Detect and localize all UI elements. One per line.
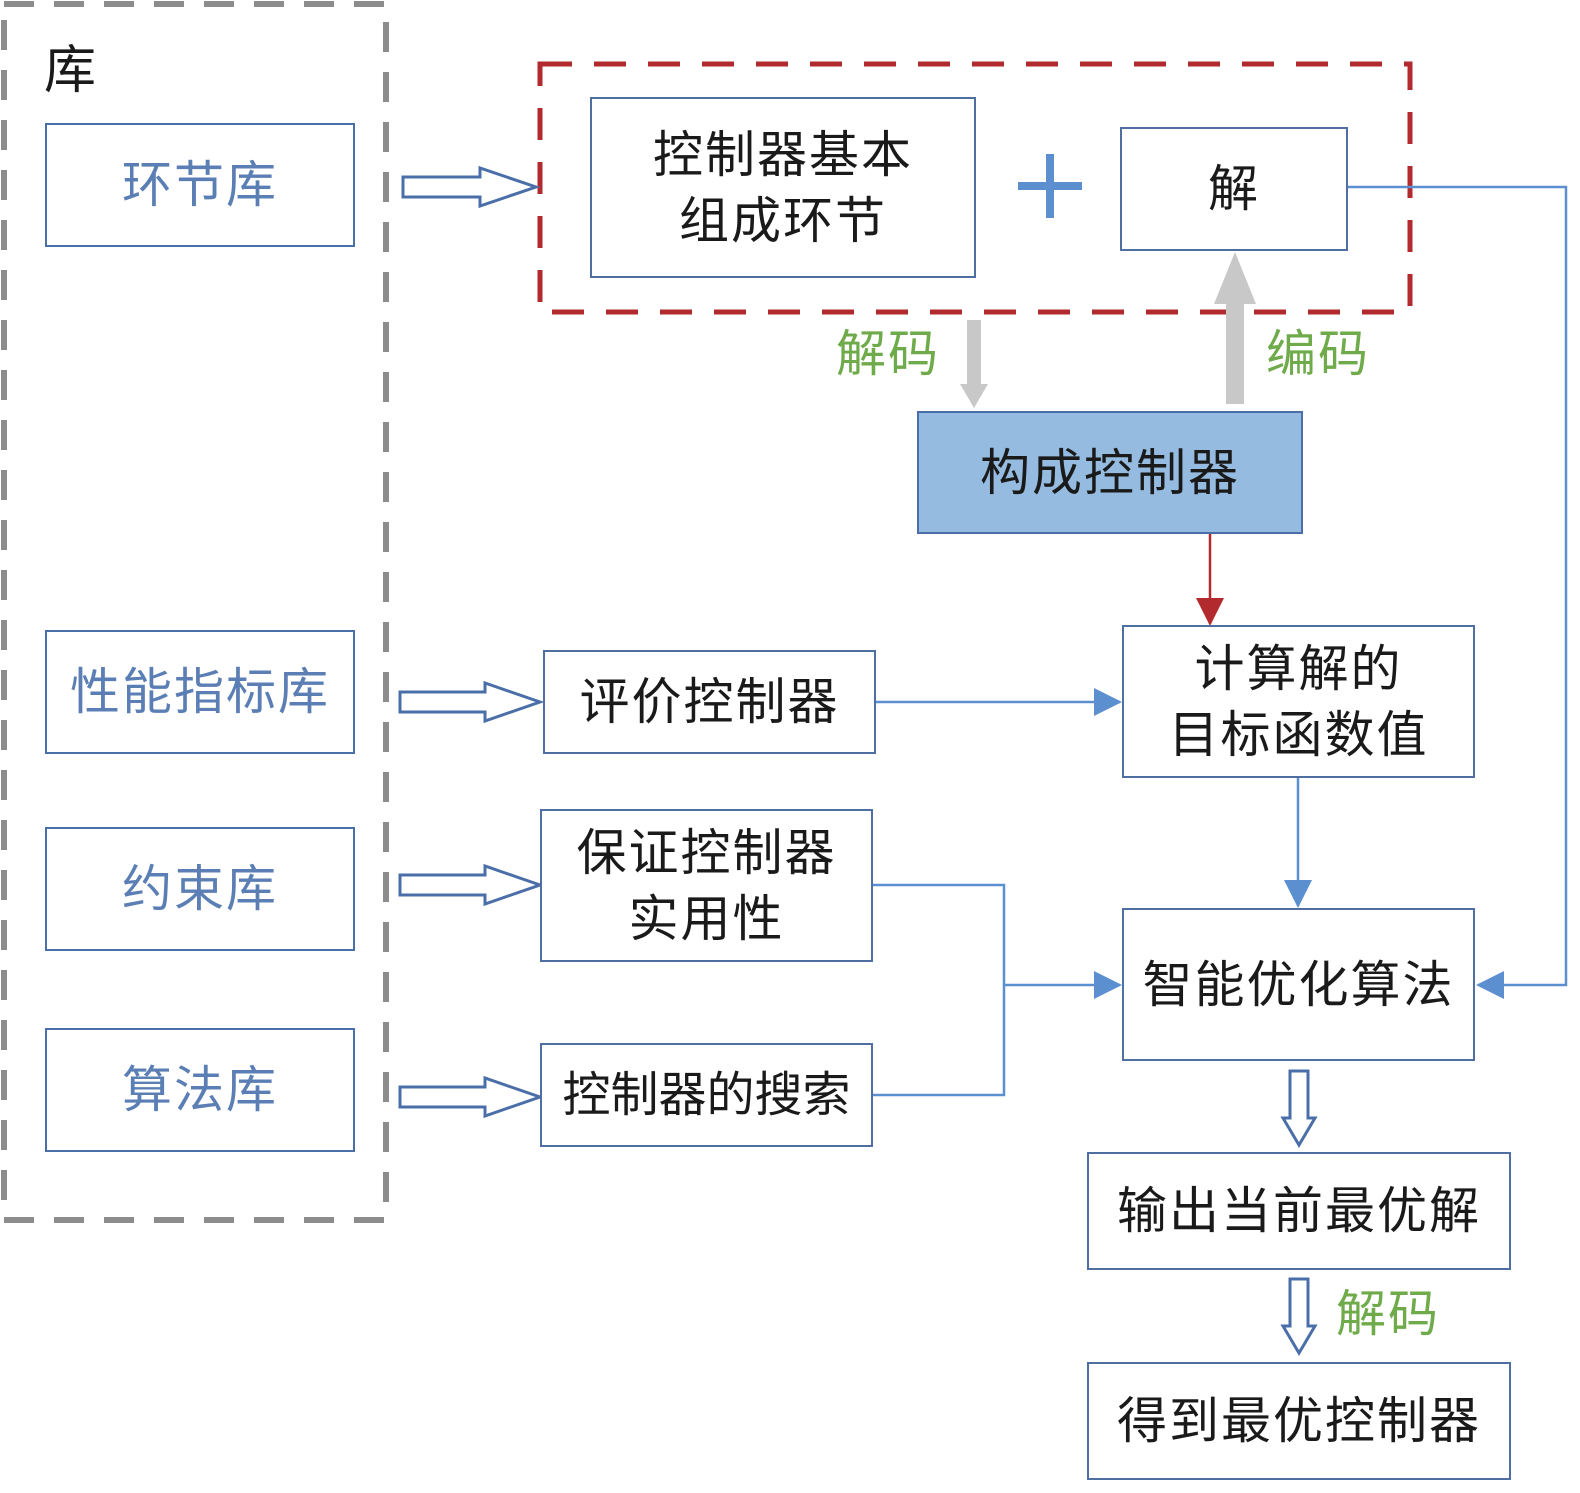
hollow-arrow-link-library: [401, 165, 541, 209]
library-item-links: 环节库: [45, 123, 355, 247]
objective-value-text: 计算解的 目标函数值: [1168, 639, 1429, 764]
objective-value-box: 计算解的 目标函数值: [1122, 625, 1475, 778]
optimization-algorithm-box: 智能优化算法: [1122, 908, 1475, 1061]
optimal-controller-box: 得到最优控制器: [1087, 1362, 1511, 1480]
library-title: 库: [44, 41, 97, 101]
final-decode-label: 解码: [1336, 1285, 1440, 1343]
decode-label: 解码: [836, 325, 940, 383]
controller-elements-box: 控制器基本 组成环节: [590, 97, 976, 278]
build-controller-box: 构成控制器: [917, 411, 1303, 534]
search-to-optimization-line: [873, 971, 1122, 1097]
practicality-box: 保证控制器 实用性: [540, 809, 873, 962]
controller-search-box: 控制器的搜索: [540, 1043, 873, 1147]
decode-arrow: [960, 320, 988, 408]
library-region-border: [1, 1, 389, 1223]
practicality-text: 保证控制器 实用性: [576, 823, 837, 948]
output-best-box: 输出当前最优解: [1087, 1152, 1511, 1270]
library-item-constraint: 约束库: [45, 827, 355, 951]
hollow-arrow-constraint-library: [398, 863, 545, 907]
plus-icon: [1018, 154, 1082, 218]
library-item-performance: 性能指标库: [45, 630, 355, 754]
library-item-algorithm: 算法库: [45, 1028, 355, 1152]
solution-feedback-line: [1348, 185, 1568, 999]
controller-elements-text: 控制器基本 组成环节: [653, 125, 913, 250]
encode-label: 编码: [1266, 325, 1370, 383]
practicality-to-optimization-line: [873, 883, 1006, 985]
hollow-arrow-to-output: [1280, 1069, 1318, 1148]
hollow-arrow-to-final: [1280, 1277, 1318, 1356]
evaluate-controller-box: 评价控制器: [543, 650, 876, 754]
hollow-arrow-performance-library: [398, 680, 545, 724]
hollow-arrow-algorithm-library: [398, 1075, 545, 1119]
encode-arrow: [1214, 252, 1256, 404]
solution-box: 解: [1120, 127, 1348, 251]
